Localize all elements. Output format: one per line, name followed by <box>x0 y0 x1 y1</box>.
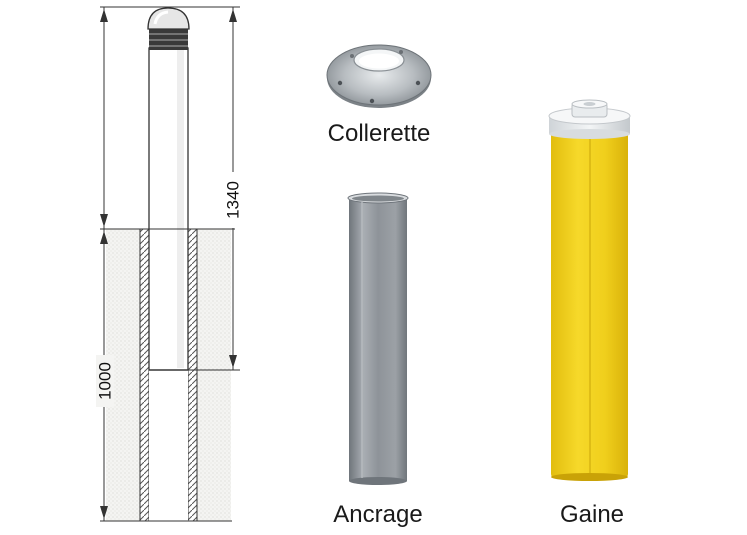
dome-cap <box>147 7 190 30</box>
technical-drawing: 1340 1000 <box>96 6 243 522</box>
ancrage-label: Ancrage <box>333 501 422 528</box>
bolt-hole <box>415 80 421 86</box>
ancrage-part <box>347 192 409 485</box>
bolt-hole <box>399 50 403 54</box>
gaine-label: Gaine <box>560 501 624 528</box>
bolt-hole <box>369 98 375 104</box>
collerette-part <box>326 44 432 108</box>
sleeve-void <box>149 370 188 521</box>
collerette-label: Collerette <box>328 120 431 147</box>
bolt-hole <box>337 80 343 86</box>
dimension-1000-label: 1000 <box>96 362 115 400</box>
sleeve-wall-right <box>187 228 198 522</box>
bolt-hole <box>350 54 354 58</box>
gaine-part <box>548 99 631 481</box>
dimension-1340-label: 1340 <box>224 181 243 219</box>
sleeve-wall-left <box>139 228 150 522</box>
